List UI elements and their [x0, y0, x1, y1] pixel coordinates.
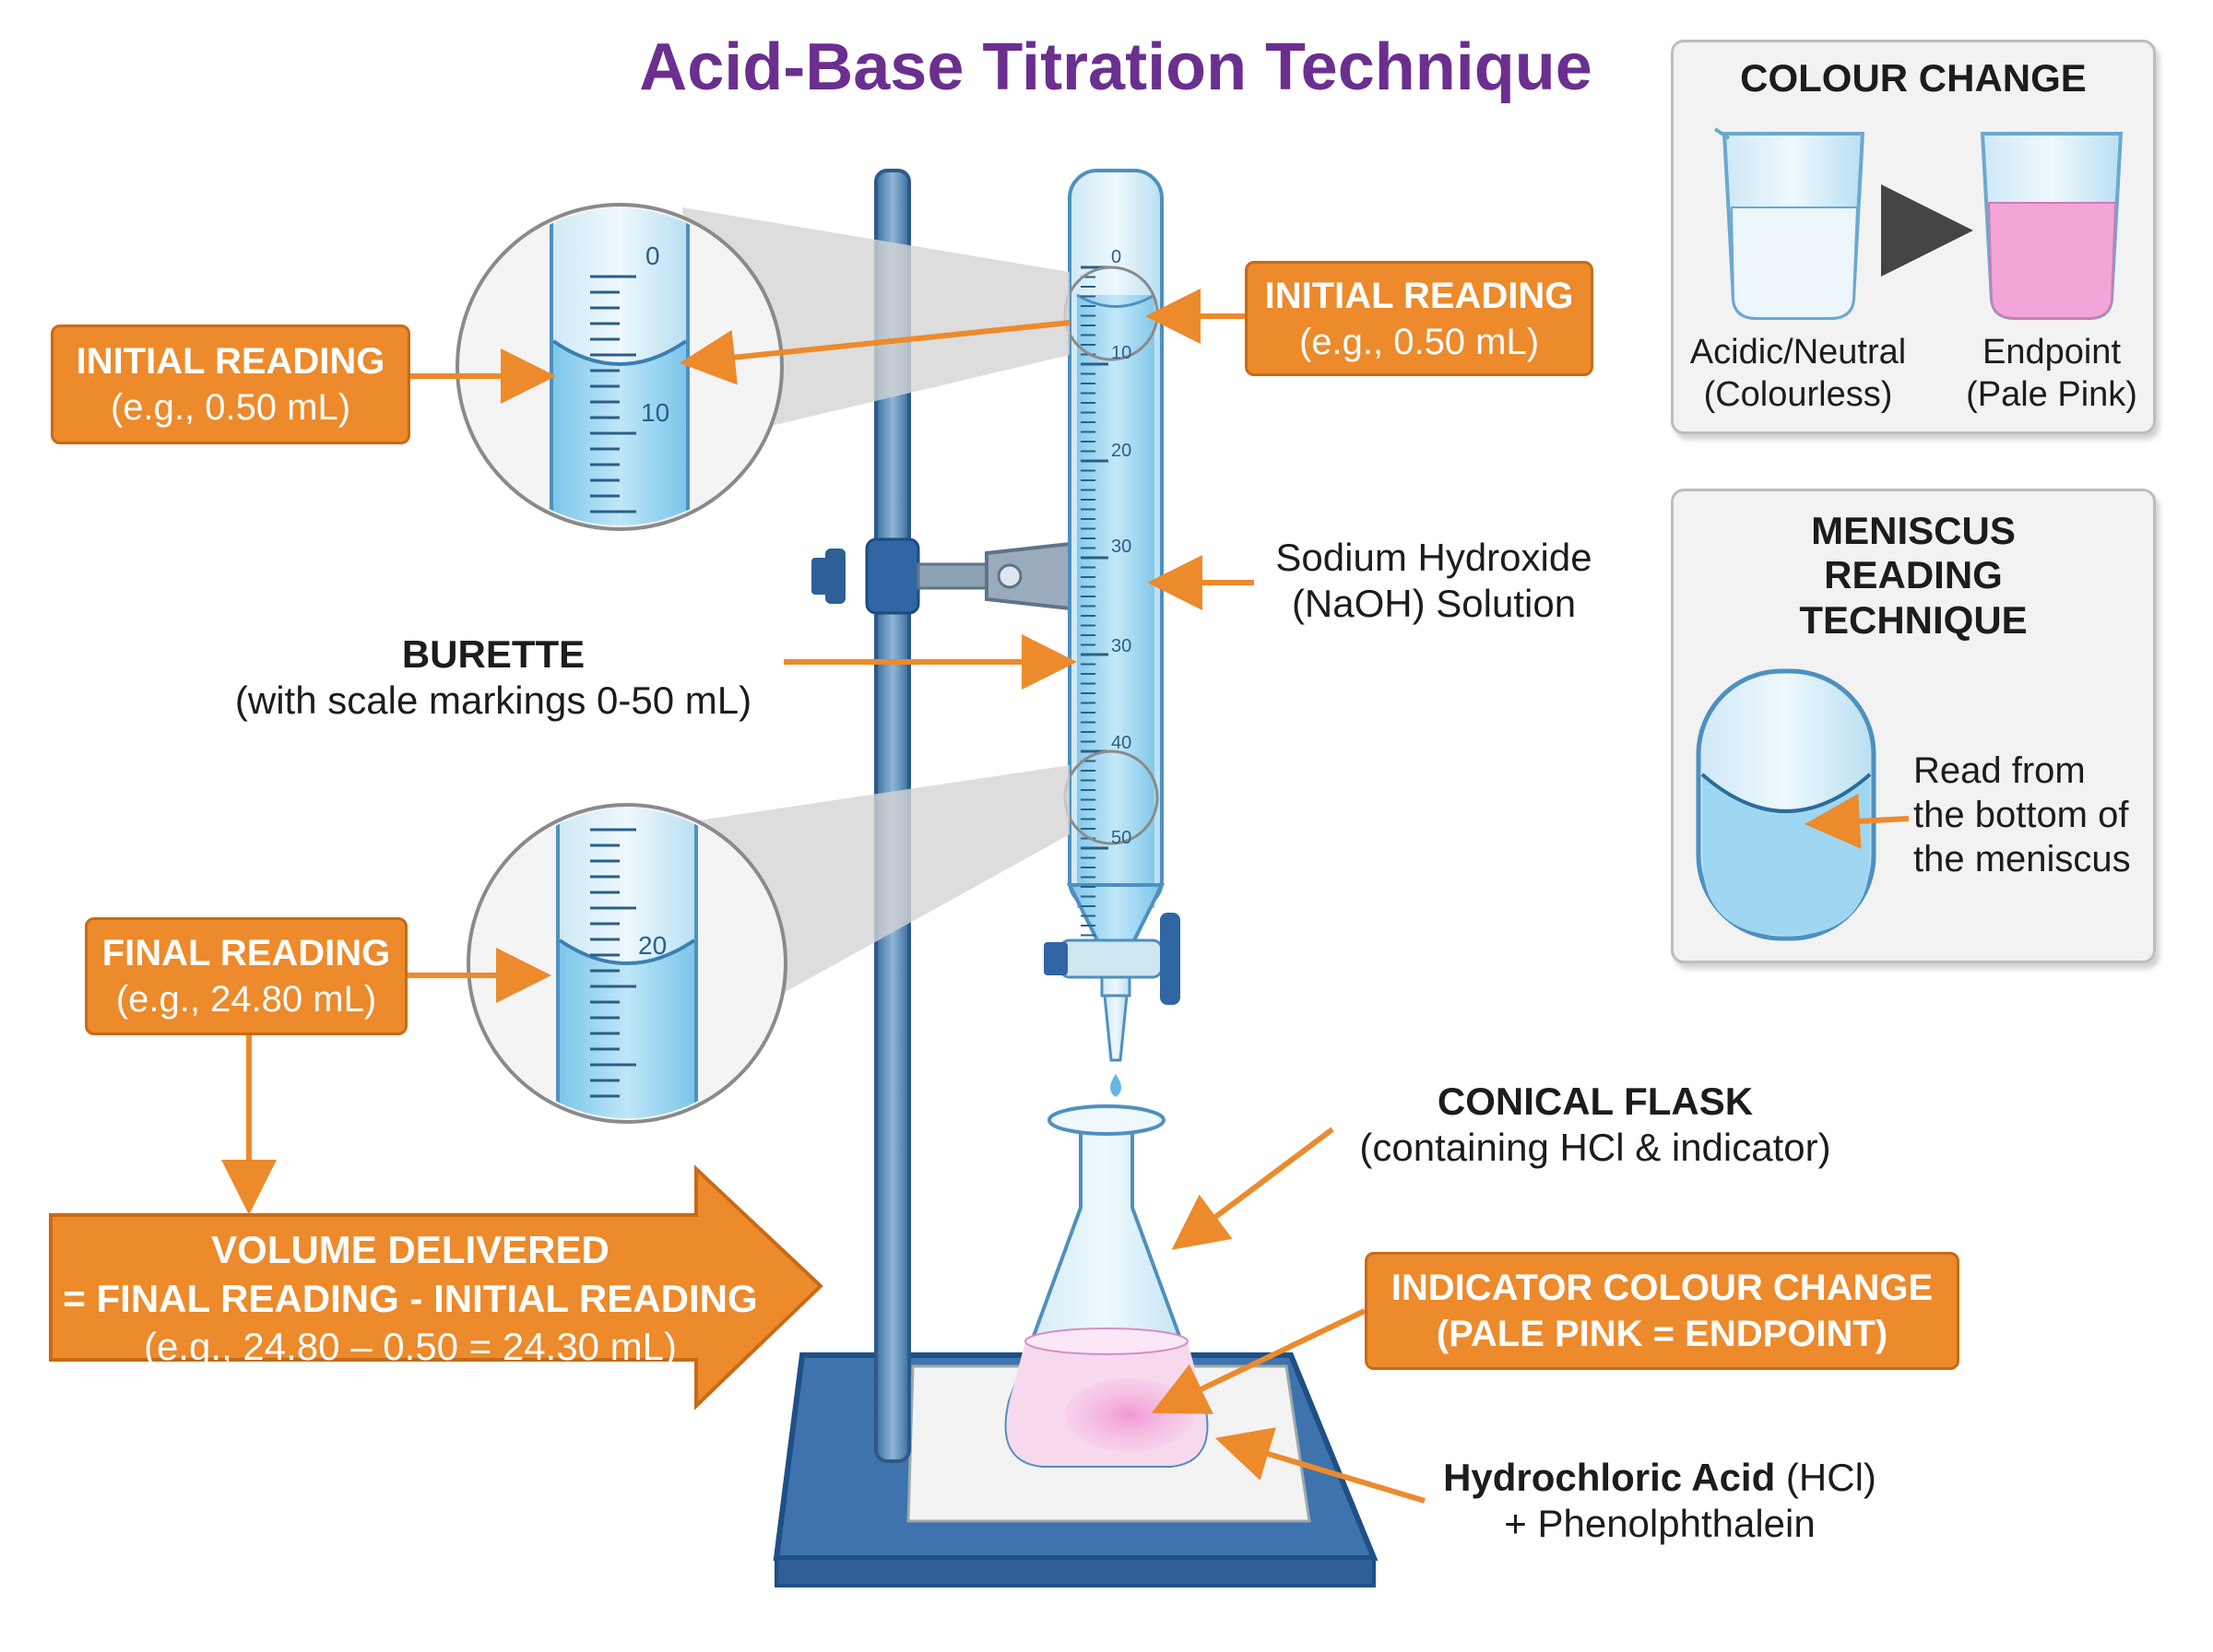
- zoom-bottom-label-20: 20: [638, 931, 668, 960]
- initial-reading-right-box: INITIAL READING (e.g., 0.50 mL): [1245, 261, 1593, 376]
- colour-right-caption-2: (Pale Pink): [1966, 374, 2137, 414]
- initial-reading-left-sub: (e.g., 0.50 mL): [110, 387, 351, 428]
- burette-scale-ticks: [1081, 266, 1108, 947]
- burette-scale-label: 30: [1111, 636, 1132, 656]
- volume-line2: = FINAL READING - INITIAL READING: [63, 1276, 758, 1320]
- meniscus-tube-icon: [1696, 668, 1910, 941]
- beaker-pink-icon: [1980, 132, 2124, 320]
- meniscus-title-1: MENISCUS: [1811, 509, 2016, 552]
- zoom-view-bottom: [467, 803, 787, 1124]
- meniscus-text: Read from the bottom of the meniscus: [1913, 749, 2153, 881]
- flask-label-head: CONICAL FLASK: [1437, 1080, 1754, 1123]
- acid-label-rest: (HCl): [1775, 1456, 1876, 1499]
- burette-scale-label: 30: [1111, 537, 1132, 557]
- colour-change-title: COLOUR CHANGE: [1740, 56, 2087, 100]
- burette-label-head: BURETTE: [401, 632, 586, 676]
- flask-label-sub: (containing HCl & indicator): [1359, 1126, 1831, 1170]
- colour-left-caption-1: Acidic/Neutral: [1689, 333, 1907, 372]
- indicator-line1: INDICATOR COLOUR CHANGE: [1391, 1268, 1934, 1308]
- meniscus-title-3: TECHNIQUE: [1799, 597, 2028, 642]
- colour-left-caption-2: (Colourless): [1703, 374, 1893, 414]
- indicator-colour-box: INDICATOR COLOUR CHANGE (PALE PINK = END…: [1365, 1252, 1959, 1370]
- acid-label-line2: + Phenolphthalein: [1504, 1502, 1816, 1546]
- volume-delivered-text: VOLUME DELIVERED = FINAL READING - INITI…: [55, 1226, 765, 1372]
- initial-reading-right-sub: (e.g., 0.50 mL): [1298, 321, 1540, 362]
- colour-left-caption: Acidic/Neutral (Colourless): [1674, 332, 1923, 416]
- zoom-top-label-10: 10: [641, 398, 670, 427]
- indicator-line2: (PALE PINK = ENDPOINT): [1436, 1314, 1888, 1354]
- burette-scale-label: 50: [1111, 828, 1132, 848]
- meniscus-text-3: the meniscus: [1913, 839, 2131, 879]
- burette-scale-label: 10: [1111, 343, 1132, 363]
- meniscus-title-2: READING: [1824, 553, 2003, 597]
- naoh-line2: (NaOH) Solution: [1291, 582, 1577, 626]
- naoh-label: Sodium Hydroxide (NaOH) Solution: [1254, 535, 1614, 628]
- naoh-line1: Sodium Hydroxide: [1275, 536, 1592, 579]
- zoom-top-label-0: 0: [645, 242, 660, 270]
- burette-label-sub: (with scale markings 0-50 mL): [234, 678, 752, 723]
- burette-scale-label: 0: [1111, 247, 1122, 267]
- annotation-arrows: [221, 289, 1426, 1504]
- burette-scale-label: 40: [1111, 733, 1132, 753]
- final-reading-box: FINAL READING (e.g., 24.80 mL): [85, 917, 408, 1035]
- final-reading-sub: (e.g., 24.80 mL): [115, 979, 377, 1020]
- meniscus-title: MENISCUS READING TECHNIQUE: [1671, 509, 2156, 643]
- droplet-icon: [1110, 1074, 1121, 1097]
- conical-flask-icon: [1004, 1104, 1209, 1468]
- colour-right-caption-1: Endpoint: [1982, 333, 2121, 372]
- beaker-colourless-icon: [1713, 127, 1865, 320]
- volume-line1: VOLUME DELIVERED: [211, 1228, 609, 1271]
- meniscus-text-1: Read from: [1913, 750, 2086, 791]
- initial-reading-right-head: INITIAL READING: [1264, 275, 1574, 316]
- burette-scale-label: 20: [1111, 441, 1132, 461]
- zoom-view-top: [456, 203, 784, 531]
- flask-label: CONICAL FLASK (containing HCl & indicato…: [1328, 1079, 1863, 1172]
- final-reading-head: FINAL READING: [101, 933, 391, 974]
- burette-label: BURETTE (with scale markings 0-50 mL): [221, 631, 765, 725]
- volume-line3: (e.g., 24.80 – 0.50 = 24.30 mL): [144, 1325, 677, 1368]
- page-title: Acid-Base Titration Technique: [639, 30, 1592, 104]
- volume-delivered-arrow: [49, 1164, 823, 1410]
- acid-label: Hydrochloric Acid (HCl) + Phenolphthalei…: [1420, 1455, 1899, 1548]
- initial-reading-left-box: INITIAL READING (e.g., 0.50 mL): [51, 324, 410, 444]
- stopcock-icon: [1044, 913, 1180, 1005]
- initial-reading-left-head: INITIAL READING: [76, 341, 385, 382]
- colour-right-caption: Endpoint (Pale Pink): [1941, 332, 2162, 416]
- meniscus-text-2: the bottom of: [1913, 795, 2129, 835]
- acid-label-bold: Hydrochloric Acid: [1443, 1456, 1776, 1499]
